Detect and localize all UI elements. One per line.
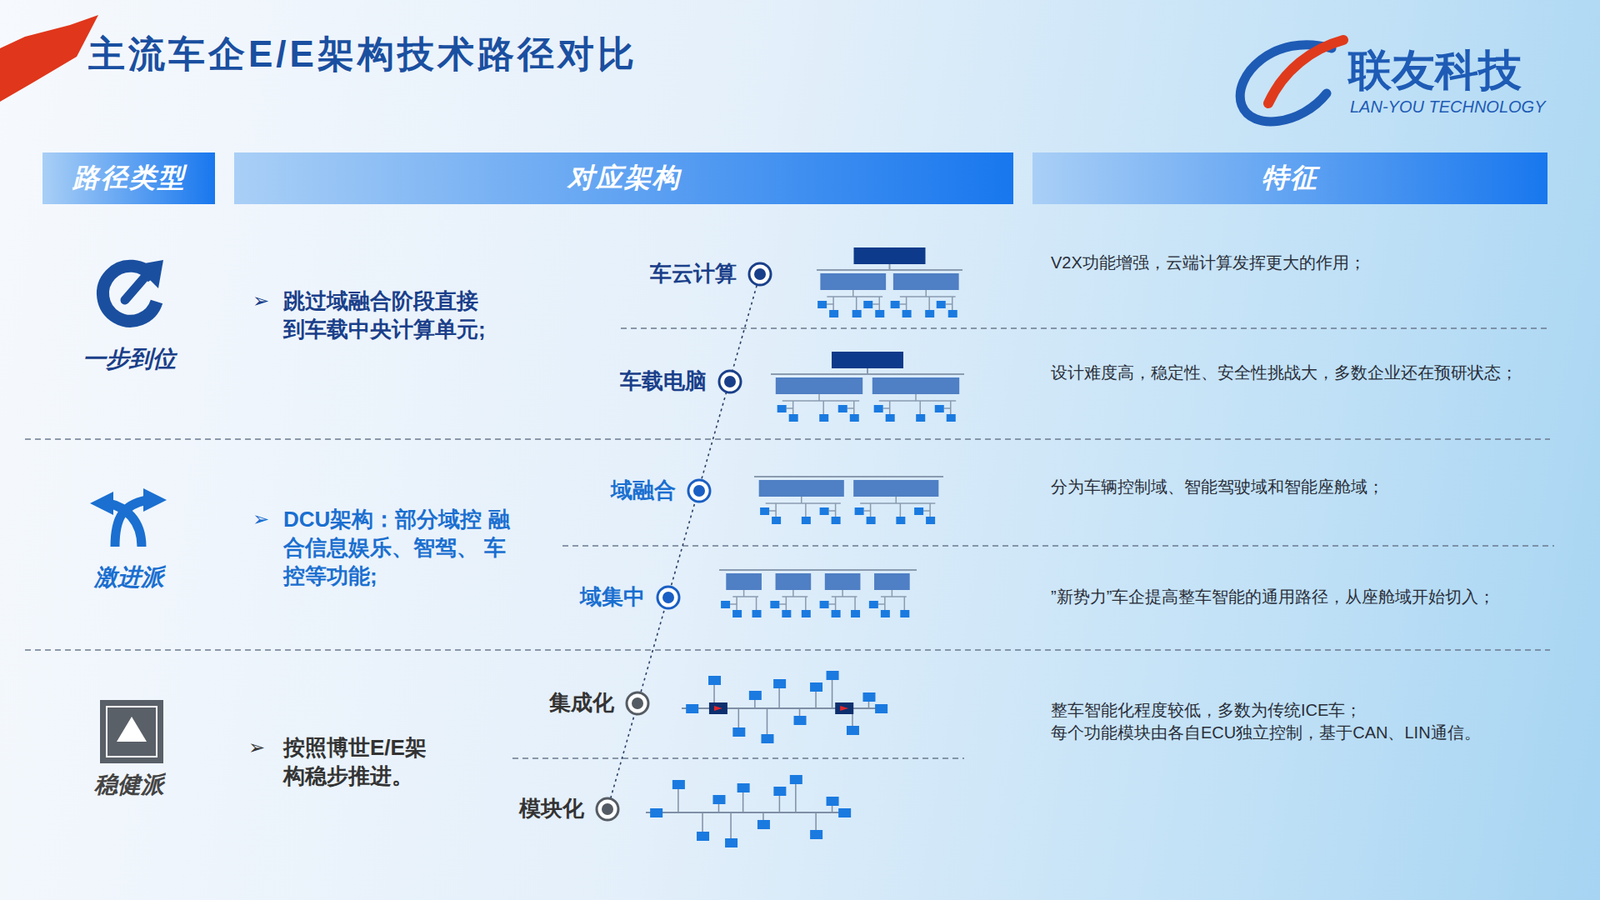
- bus-diagram: [681, 670, 888, 744]
- stage-marker: [657, 586, 680, 609]
- ecu-diagram: [816, 247, 963, 318]
- logo-subtext: LAN-YOU TECHNOLOGY: [1350, 95, 1545, 118]
- ecu-diagram: [770, 351, 965, 422]
- bullet-text: DCU架构：部分域控 融合信息娱乐、智驾、 车控等功能;: [283, 505, 525, 590]
- stage-marker: [749, 263, 771, 285]
- feature-text: V2X功能增强，云端计算发挥更大的作用；: [1050, 251, 1551, 274]
- steady-icon: [100, 700, 164, 764]
- feature-text: ”新势力”车企提高整车智能的通用路径，从座舱域开始切入；: [1050, 585, 1551, 608]
- path-type: 一步到位: [50, 344, 209, 375]
- separator-lines: [25, 328, 1555, 759]
- stage-name: 集成化: [549, 689, 615, 718]
- bullet-text: 跳过域融合阶段直接 到车载中央计算单元;: [283, 287, 496, 345]
- bullet-text: 按照博世E/E架 构稳步推进。: [283, 734, 442, 791]
- bullet: ➢: [252, 287, 270, 314]
- feature-text: 每个功能模块由各自ECU独立控制，基于CAN、LIN通信。: [1050, 721, 1551, 744]
- path-type: 稳健派: [50, 770, 209, 800]
- stage-marker: [688, 480, 710, 502]
- ecu-diagram: [754, 476, 944, 525]
- path-type: 激进派: [50, 562, 209, 593]
- stage-marker: [626, 692, 649, 715]
- stage-name: 车载电脑: [620, 367, 707, 396]
- header-text: 特征: [1261, 160, 1319, 197]
- header-text: 对应架构: [567, 160, 681, 197]
- bullet: ➢: [252, 505, 270, 532]
- logo-swirl: [1268, 40, 1344, 104]
- brush-stroke: [0, 15, 99, 102]
- feature-text: 设计难度高，稳定性、安全性挑战大，多数企业还在预研状态；: [1050, 361, 1551, 384]
- ecu-diagram: [719, 570, 917, 618]
- header-band: 路径类型: [42, 152, 215, 205]
- feature-text: 整车智能化程度较低，多数为传统ICE车；: [1050, 699, 1551, 721]
- stage-name: 模块化: [519, 795, 585, 824]
- stage-name: 车云计算: [650, 260, 737, 289]
- page-title: 主流车企E/E架构技术路径对比: [88, 30, 638, 78]
- header-band: 对应架构: [234, 152, 1014, 205]
- stage-marker: [719, 370, 741, 393]
- feature-text: 分为车辆控制域、智能驾驶域和智能座舱域；: [1050, 475, 1551, 498]
- bus-diagram: [645, 775, 851, 848]
- path-line: [607, 274, 760, 810]
- header-band: 特征: [1032, 152, 1548, 205]
- split-icon: [90, 488, 167, 547]
- stage-name: 域集中: [580, 583, 645, 612]
- stage-marker: [596, 798, 619, 820]
- bullet: ➢: [248, 734, 265, 760]
- stage-name: 域融合: [610, 476, 676, 505]
- leap-icon: [102, 260, 164, 321]
- logo-text: 联友科技: [1348, 42, 1522, 100]
- header-text: 路径类型: [72, 160, 186, 197]
